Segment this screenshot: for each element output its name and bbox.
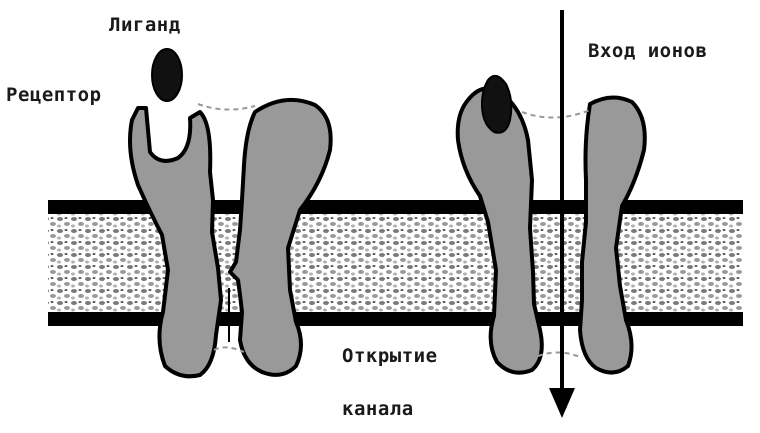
open-channel-top-dashed	[522, 110, 590, 118]
channel-opening-label-line2: канала	[342, 398, 414, 420]
receptor-label: Рецептор	[6, 84, 102, 106]
ligand-label: Лиганд	[109, 14, 181, 36]
ligand-molecule	[152, 49, 182, 101]
ion-entry-label: Вход ионов	[588, 40, 707, 62]
channel-opening-label: Открытие	[342, 345, 438, 367]
closed-channel-bottom-dashed	[214, 347, 244, 352]
bound-ligand	[482, 76, 511, 133]
membrane-inner-boundary	[48, 312, 743, 326]
lipid-bilayer	[48, 213, 743, 314]
closed-channel-top-dashed	[198, 104, 255, 110]
